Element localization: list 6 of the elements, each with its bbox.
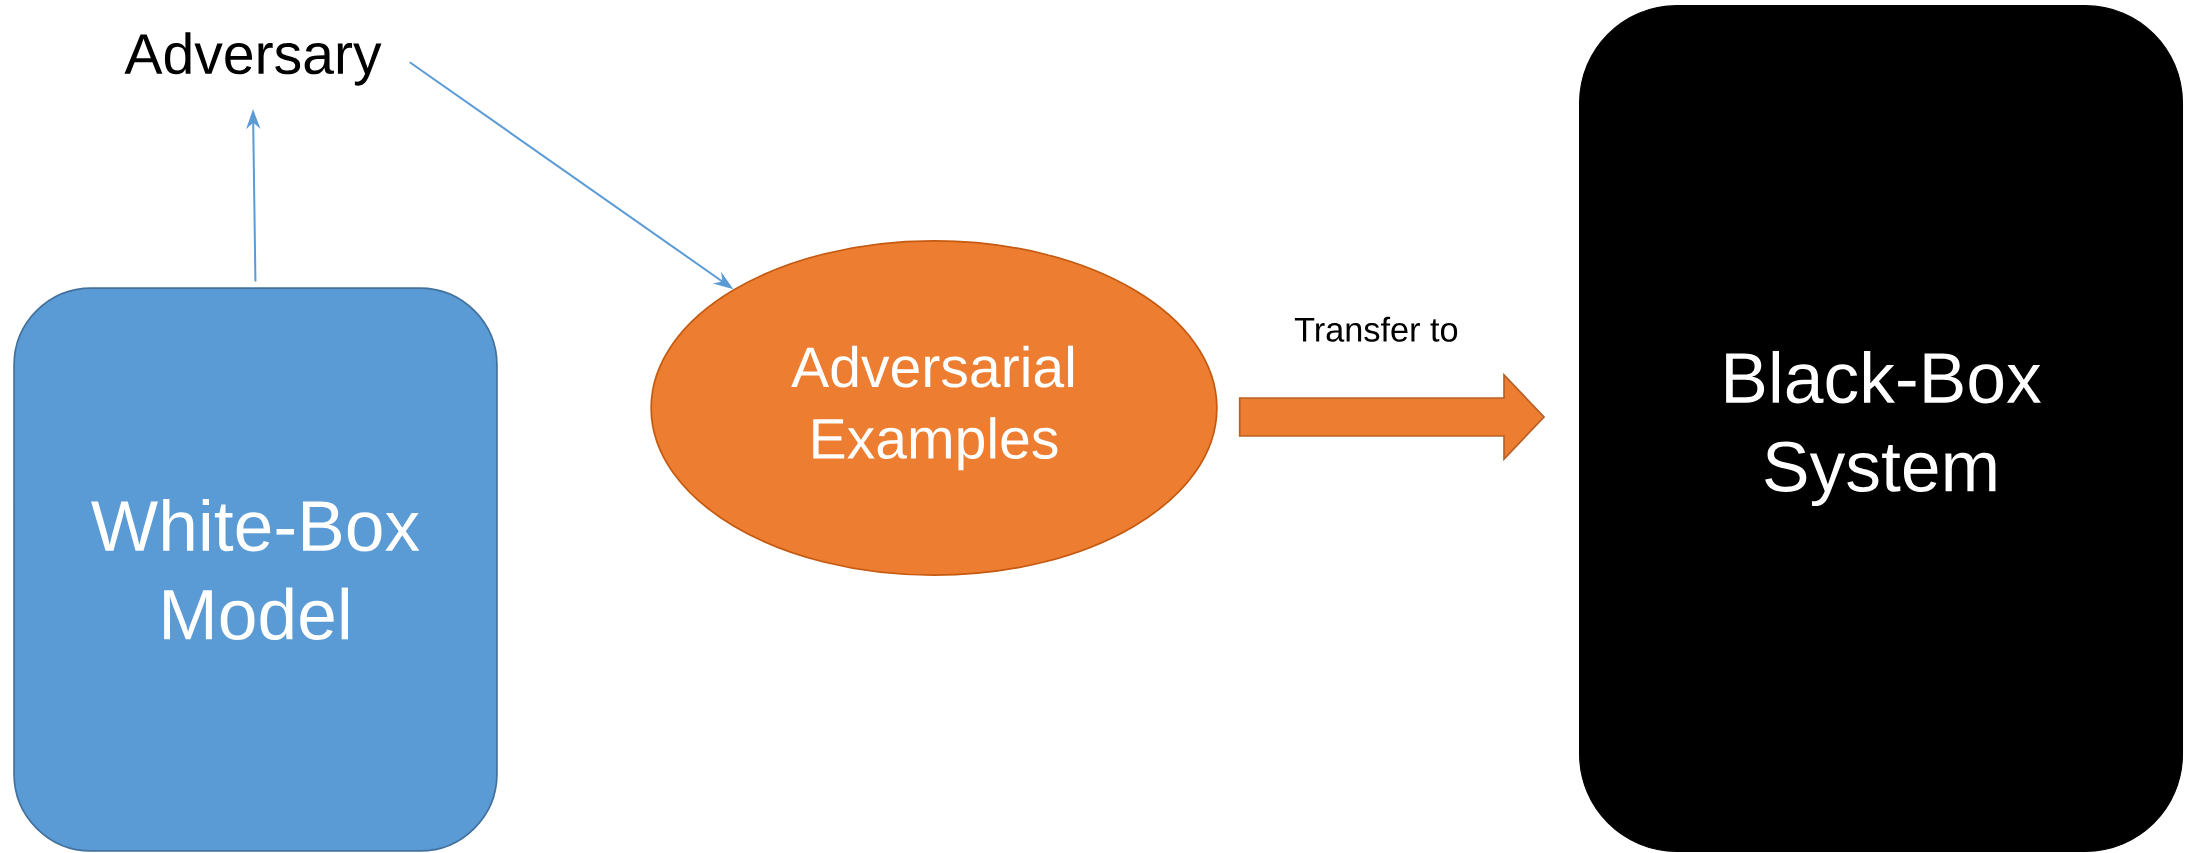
ellipse-node: Adversarial Examples — [650, 240, 1218, 576]
process-box: Black-Box System — [1579, 5, 2183, 852]
edge-label: Transfer to — [1288, 310, 1465, 348]
block-arrow — [1238, 372, 1546, 462]
bare-text: Adversary — [124, 32, 382, 86]
process-box: White-Box Model — [13, 287, 498, 852]
